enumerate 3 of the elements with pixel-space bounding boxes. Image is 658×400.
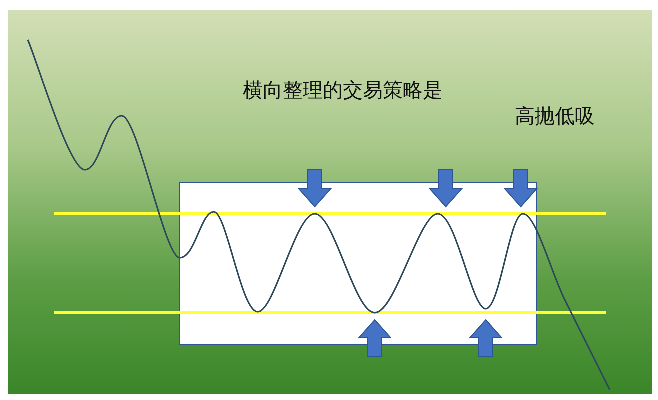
caption-text: 高抛低吸 [515, 104, 595, 128]
caption-text: 横向整理的交易策略是 [243, 78, 443, 102]
range-box [180, 182, 538, 346]
